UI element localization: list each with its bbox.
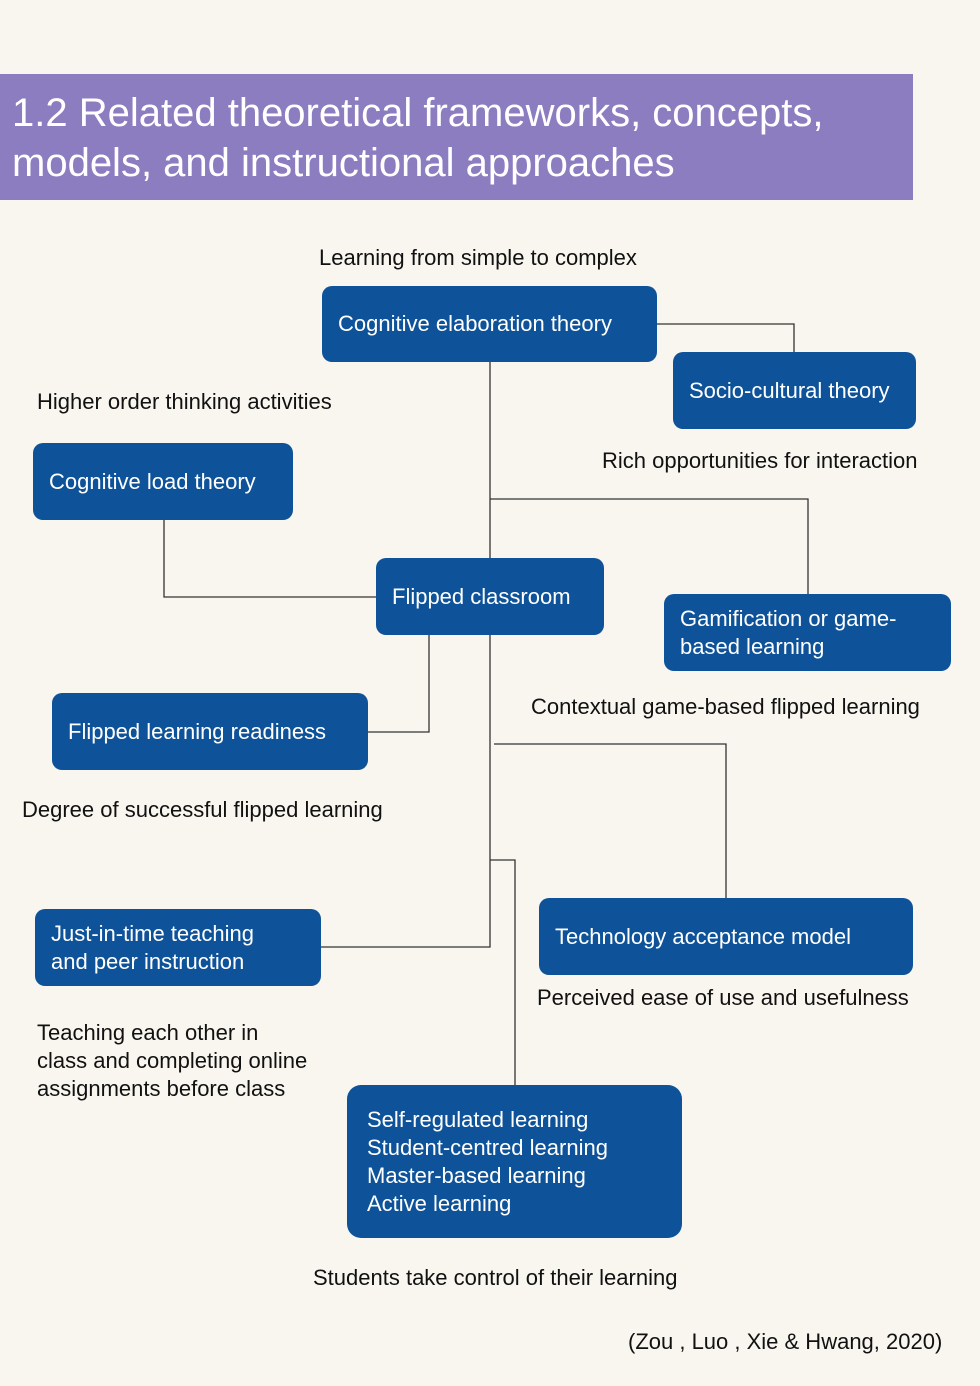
node-label-line-3: Master-based learning xyxy=(367,1162,586,1188)
node-label-line-1: Just-in-time teaching xyxy=(51,920,254,946)
node-technology-acceptance-model: Technology acceptance model xyxy=(539,898,913,975)
node-flipped-learning-readiness: Flipped learning readiness xyxy=(52,693,368,770)
note-line-1: Teaching each other in xyxy=(37,1020,259,1045)
note-simple-to-complex: Learning from simple to complex xyxy=(319,245,637,270)
node-label-line-4: Active learning xyxy=(367,1190,512,1216)
connector-branch-to-learning-types xyxy=(490,859,516,1085)
connector-cognitive-load-to-flipped xyxy=(163,520,376,598)
note-degree-of-success: Degree of successful flipped learning xyxy=(22,797,383,822)
node-cognitive-load-theory: Cognitive load theory xyxy=(33,443,293,520)
page-title: 1.2 Related theoretical frameworks, conc… xyxy=(12,88,902,188)
node-label-line-2: based learning xyxy=(680,633,825,659)
note-rich-interaction: Rich opportunities for interaction xyxy=(602,448,918,473)
node-label: Cognitive elaboration theory xyxy=(338,311,612,336)
note-line-3: assignments before class xyxy=(37,1076,286,1101)
note-contextual-game-based: Contextual game-based flipped learning xyxy=(531,694,920,719)
node-gamification: Gamification or game- based learning xyxy=(664,594,951,671)
node-label: Flipped classroom xyxy=(392,583,571,609)
note-take-control: Students take control of their learning xyxy=(313,1265,678,1290)
connector-branch-to-tam xyxy=(494,743,727,898)
node-label-line-2: and peer instruction xyxy=(51,948,245,974)
node-label: Cognitive load theory xyxy=(49,468,256,494)
node-label: Flipped learning readiness xyxy=(68,718,327,744)
note-teaching-each-other: Teaching each other in class and complet… xyxy=(37,1019,307,1103)
node-cognitive-elaboration-theory: Cognitive elaboration theory xyxy=(322,286,657,362)
node-label-line-1: Self-regulated learning xyxy=(367,1106,589,1132)
node-label-line-2: Student-centred learning xyxy=(367,1134,608,1160)
connector-elaboration-to-sociocultural xyxy=(656,323,795,352)
note-higher-order-thinking: Higher order thinking activities xyxy=(37,389,332,414)
note-ease-of-use: Perceived ease of use and usefulness xyxy=(537,985,909,1010)
connector-flipped-trunk xyxy=(321,634,491,948)
node-label: Technology acceptance model xyxy=(555,923,851,949)
note-line-2: class and completing online xyxy=(37,1048,308,1073)
connector-flipped-to-readiness xyxy=(368,634,430,733)
connector-branch-to-gamification xyxy=(490,498,809,594)
title-line-2: models, and instructional approaches xyxy=(12,141,675,185)
title-banner xyxy=(0,74,913,200)
node-learning-types: Self-regulated learning Student-centred … xyxy=(347,1085,682,1238)
title-line-1: 1.2 Related theoretical frameworks, conc… xyxy=(12,91,824,135)
citation: (Zou , Luo , Xie & Hwang, 2020) xyxy=(628,1329,943,1354)
node-just-in-time-teaching: Just-in-time teaching and peer instructi… xyxy=(35,909,321,986)
node-flipped-classroom: Flipped classroom xyxy=(376,558,604,635)
node-label: Socio-cultural theory xyxy=(689,377,890,403)
node-label-line-1: Gamification or game- xyxy=(680,605,897,631)
node-socio-cultural-theory: Socio-cultural theory xyxy=(673,352,916,429)
